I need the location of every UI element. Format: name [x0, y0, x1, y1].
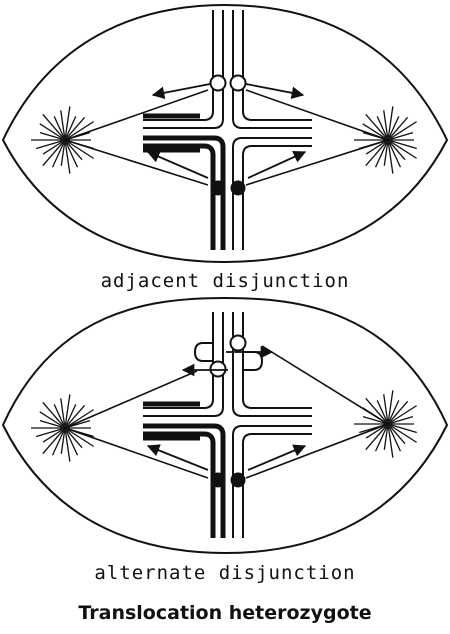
spindle-fibers — [65, 346, 388, 478]
left-spindle-pole — [31, 394, 94, 461]
centromere-filled — [211, 181, 226, 196]
centromere-open — [211, 362, 226, 377]
aster-ray — [388, 143, 392, 174]
aster-ray — [65, 106, 69, 137]
movement-arrows — [148, 352, 305, 470]
aster-ray — [65, 431, 69, 462]
centromere-filled — [211, 473, 226, 488]
centromere-filled — [231, 181, 246, 196]
movement-arrows — [148, 84, 305, 178]
chromatid-thick — [143, 434, 213, 538]
panel-caption-alternate: alternate disjunction — [0, 562, 450, 584]
aster-ray — [388, 106, 392, 137]
chromatid-thin — [233, 10, 312, 128]
loop-left — [195, 343, 214, 361]
alternate-disjunction-panel — [3, 298, 447, 553]
adjacent-disjunction-panel — [3, 5, 447, 262]
chromatid-thin — [243, 10, 312, 120]
centromere-open — [231, 76, 246, 91]
loop-right — [242, 352, 262, 370]
pachytene-cross — [143, 312, 312, 538]
chromatid-thin — [143, 312, 223, 416]
aster-ray — [388, 390, 392, 421]
centromeres — [211, 336, 246, 488]
centromeres — [211, 76, 246, 196]
panel-caption-adjacent: adjacent disjunction — [0, 270, 450, 292]
right-spindle-pole — [354, 390, 417, 457]
spindle-fibers — [65, 90, 388, 185]
chromatid-thin — [243, 434, 312, 538]
figure-title: Translocation heterozygote — [0, 602, 450, 624]
chromatid-thin — [143, 10, 213, 120]
aster-ray — [65, 143, 69, 174]
left-spindle-pole — [31, 106, 94, 173]
aster-ray — [65, 394, 69, 425]
centromere-open — [211, 76, 226, 91]
centromere-open — [231, 336, 246, 351]
chromosome-loops — [195, 343, 262, 370]
chromatid-thick — [143, 146, 213, 250]
aster-ray — [388, 427, 392, 458]
chromatid-thin — [143, 10, 223, 128]
pachytene-cross — [143, 10, 312, 250]
chromatid-thin — [243, 146, 312, 250]
chromatid-thin — [243, 312, 312, 408]
centromere-filled — [231, 473, 246, 488]
chromatid-thin — [233, 312, 312, 416]
